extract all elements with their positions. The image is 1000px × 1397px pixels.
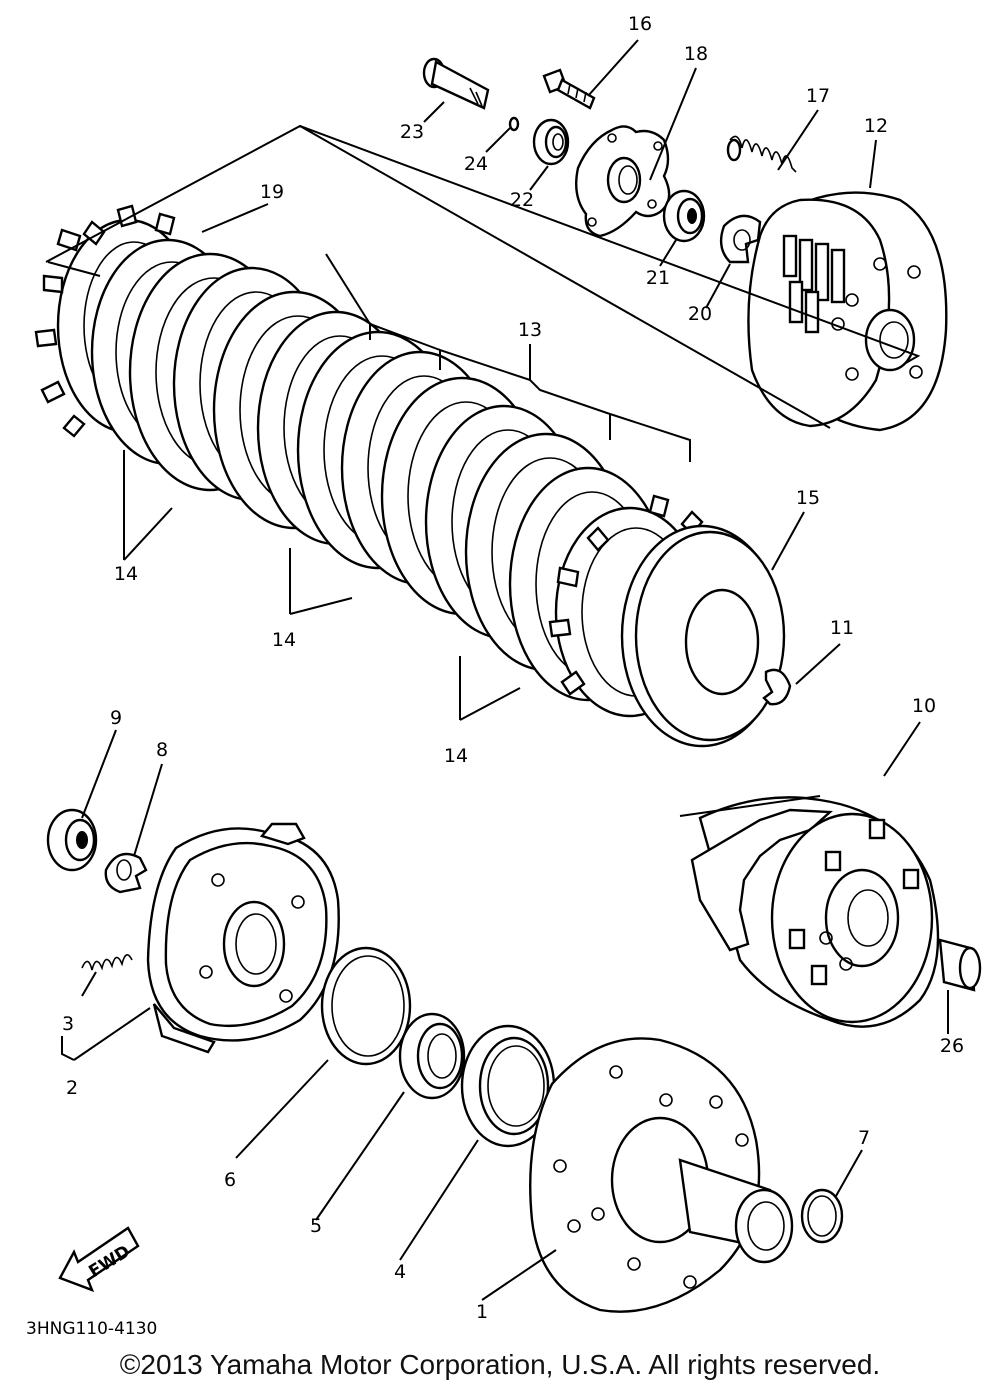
copyright-notice: ©2013 Yamaha Motor Corporation, U.S.A. A… — [119, 1349, 881, 1380]
callout-11: 11 — [830, 617, 854, 639]
part-9-nut — [46, 808, 98, 872]
part-1-clutch-housing — [529, 1037, 794, 1313]
callout-17: 17 — [806, 85, 830, 107]
callout-23: 22 — [510, 189, 534, 211]
callout-19: 18 — [684, 43, 708, 65]
part-26-collar — [938, 938, 982, 992]
part-2-centrifugal-clutch — [146, 822, 340, 1054]
fwd-arrow-icon: FWD — [58, 1226, 140, 1293]
part-10-clutch-basket — [690, 796, 940, 1028]
part-7-shim — [800, 1188, 844, 1244]
part-23-bearing — [532, 118, 570, 166]
callout-6: 6 — [224, 1169, 236, 1191]
callout-1: 1 — [476, 1301, 488, 1323]
part-21-lockwasher — [719, 214, 762, 264]
callout-numbers: 16 18 17 12 23 24 22 19 21 20 13 15 14 1… — [62, 13, 964, 1323]
callout-12: 12 — [864, 115, 888, 137]
callout-5: 5 — [310, 1215, 322, 1237]
callout-13: 13 — [518, 319, 542, 341]
part-11-circlip — [762, 668, 792, 706]
part-16-plate — [620, 524, 786, 748]
part-25-ring — [508, 116, 520, 132]
callout-24: 23 — [400, 121, 424, 143]
part-19-plate — [575, 125, 671, 238]
clutch-plates-stack — [90, 238, 668, 702]
part-12-pressure-plate — [747, 191, 948, 432]
callout-8: 8 — [156, 739, 168, 761]
callout-4: 4 — [394, 1261, 406, 1283]
callout-20: 19 — [260, 181, 284, 203]
diagram-code: 3HNG110-4130 — [26, 1319, 157, 1339]
callout-21: 20 — [688, 303, 712, 325]
callout-3: 3 — [62, 1013, 74, 1035]
part-17-spring — [726, 135, 797, 173]
callout-26: 26 — [940, 1035, 964, 1057]
callout-25: 24 — [464, 153, 488, 175]
part-4-one-way-clutch — [460, 1024, 556, 1148]
part-18-bolt — [542, 68, 596, 110]
callout-14-right: 14 — [444, 745, 468, 767]
callout-16: 15 — [796, 487, 820, 509]
callout-15: 14 — [272, 629, 296, 651]
callout-9: 9 — [110, 707, 122, 729]
part-5-bearing — [398, 1012, 466, 1100]
part-3-spring — [81, 954, 133, 971]
callout-7: 7 — [858, 1127, 870, 1149]
callout-22: 21 — [646, 267, 670, 289]
part-24-bolt — [422, 57, 490, 110]
callout-14-left: 14 — [114, 563, 138, 585]
part-8-lockwasher — [104, 852, 148, 894]
leader-lines — [45, 39, 949, 1301]
part-6-shim — [320, 946, 412, 1066]
callout-2: 2 — [66, 1077, 78, 1099]
callout-10: 10 — [912, 695, 936, 717]
callout-18: 16 — [628, 13, 652, 35]
part-22-nut — [662, 189, 706, 243]
